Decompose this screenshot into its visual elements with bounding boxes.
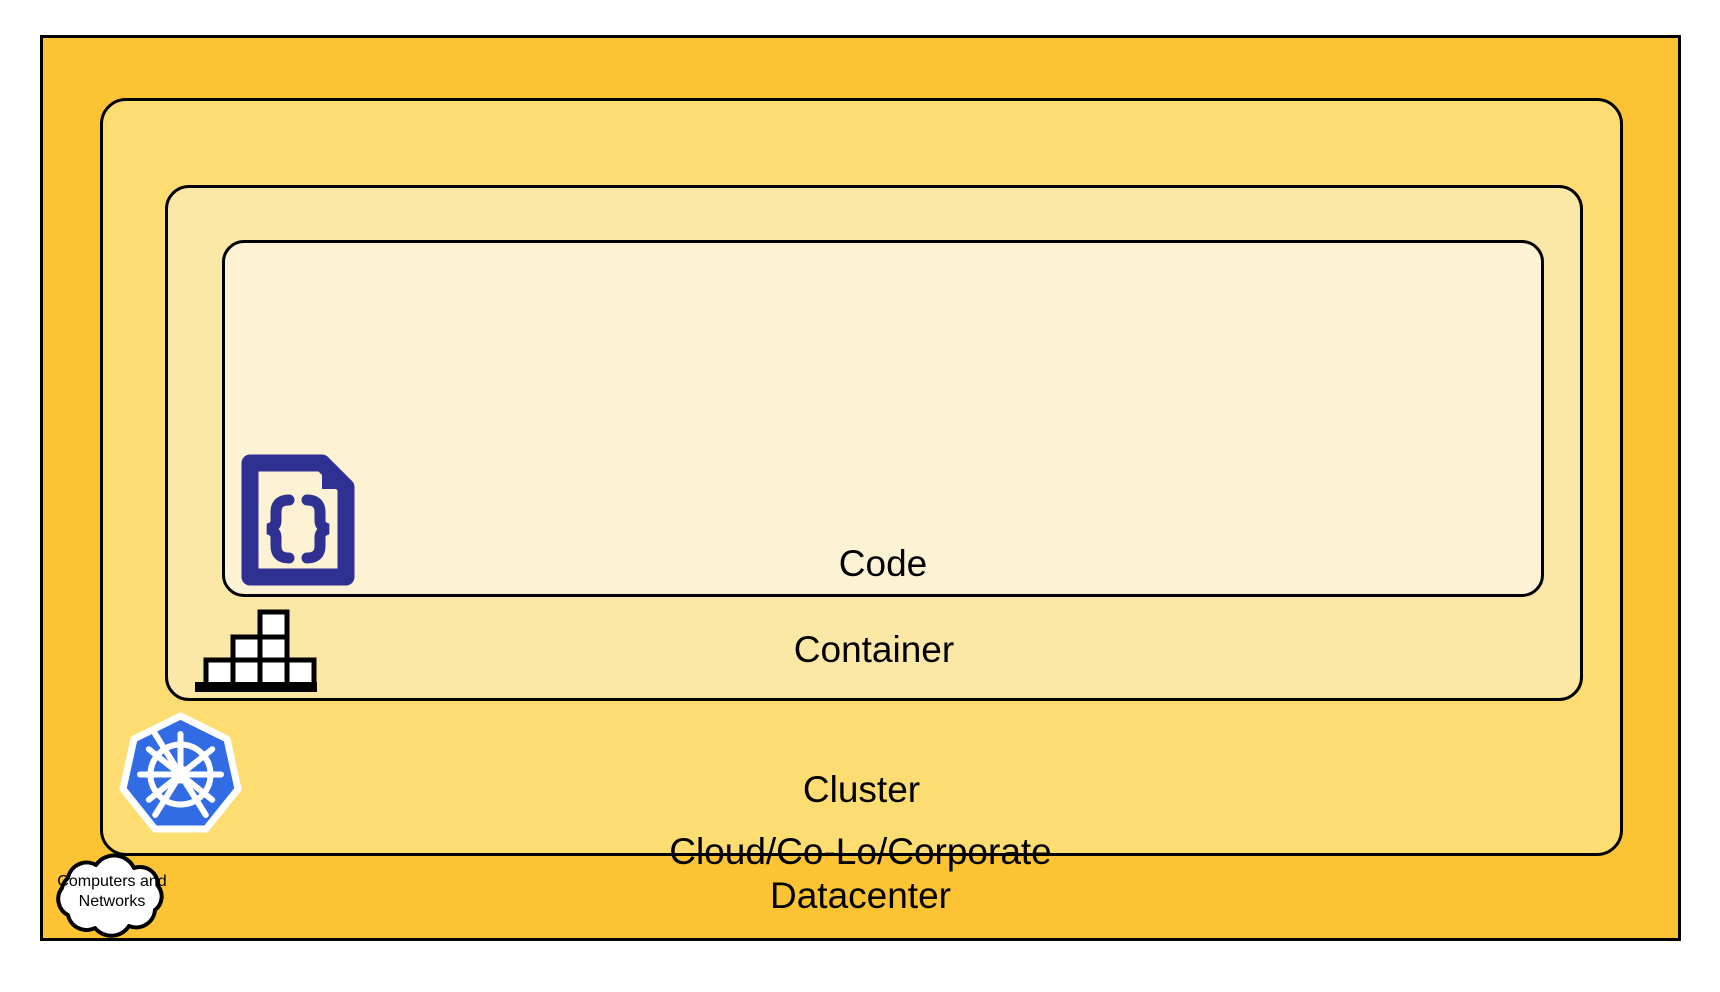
computers-and-networks-cloud[interactable] — [32, 848, 192, 944]
layer-label-code: Code — [838, 543, 928, 584]
layer-label-datacenter: Cloud/Co-Lo/Corporate Datacenter — [669, 831, 1052, 916]
layer-code[interactable] — [222, 240, 1544, 597]
layer-label-container: Container — [793, 629, 955, 670]
container-boxes-icon — [183, 608, 318, 693]
layer-label-cluster: Cluster — [802, 769, 921, 810]
kubernetes-icon — [118, 712, 243, 837]
code-file-icon — [240, 453, 356, 587]
